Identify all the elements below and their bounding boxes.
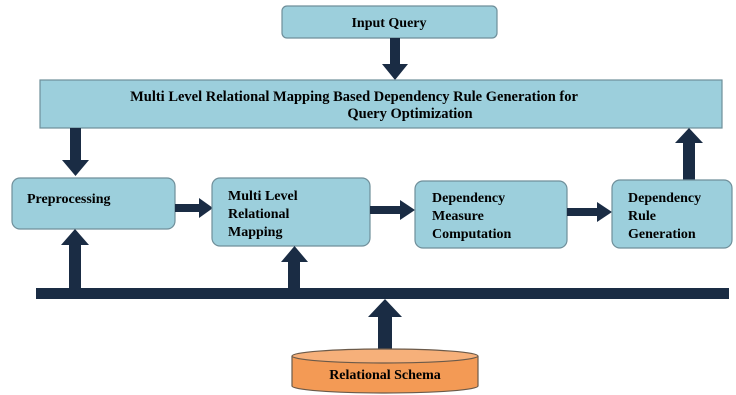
arrow-measure-to-rule — [567, 202, 612, 222]
main-process-box — [39, 79, 723, 129]
relational-schema-cylinder — [291, 356, 479, 394]
relational-schema-label: Relational Schema — [329, 368, 441, 383]
mapping-label-line1: Multi Level — [228, 189, 298, 204]
input-query-label: Input Query — [351, 16, 426, 31]
main-process-title-line2: Query Optimization — [347, 106, 472, 122]
arrow-bus-to-mapping — [281, 246, 308, 288]
dependency-rule-node: Dependency Rule Generation — [611, 179, 733, 249]
relational-schema-cylinder-top — [291, 348, 479, 364]
input-query-box — [281, 5, 498, 39]
mapping-label-line3: Mapping — [228, 225, 282, 240]
mapping-label-line2: Relational — [228, 207, 290, 222]
arrow-main-to-preprocessing — [62, 128, 89, 176]
dependency-rule-box — [611, 179, 733, 249]
main-process-title-line1: Multi Level Relational Mapping Based Dep… — [130, 89, 578, 105]
preprocessing-node: Preprocessing — [11, 177, 176, 230]
arrow-schema-to-bus — [368, 299, 402, 351]
dependency-rule-label-line3: Generation — [628, 227, 696, 242]
arrow-mapping-to-measure — [370, 200, 415, 220]
schema-bus-bar — [36, 288, 729, 299]
arrow-rule-to-main — [675, 128, 703, 180]
arrow-preprocessing-to-mapping — [175, 198, 213, 218]
input-query-node: Input Query — [281, 5, 498, 39]
mapping-node: Multi Level Relational Mapping — [211, 177, 371, 247]
preprocessing-box — [11, 177, 176, 230]
arrow-bus-to-preprocessing — [61, 229, 89, 288]
dependency-measure-label-line3: Computation — [432, 227, 512, 242]
preprocessing-label: Preprocessing — [27, 192, 110, 207]
dependency-rule-label-line2: Rule — [628, 209, 656, 224]
dependency-measure-node: Dependency Measure Computation — [414, 180, 568, 249]
arrow-input-to-main — [382, 38, 408, 80]
dependency-measure-label-line2: Measure — [432, 209, 484, 224]
dependency-rule-label-line1: Dependency — [628, 191, 701, 206]
relational-schema-node: Relational Schema — [291, 348, 479, 394]
dependency-measure-label-line1: Dependency — [432, 191, 505, 206]
main-process-node: Multi Level Relational Mapping Based Dep… — [39, 79, 723, 129]
